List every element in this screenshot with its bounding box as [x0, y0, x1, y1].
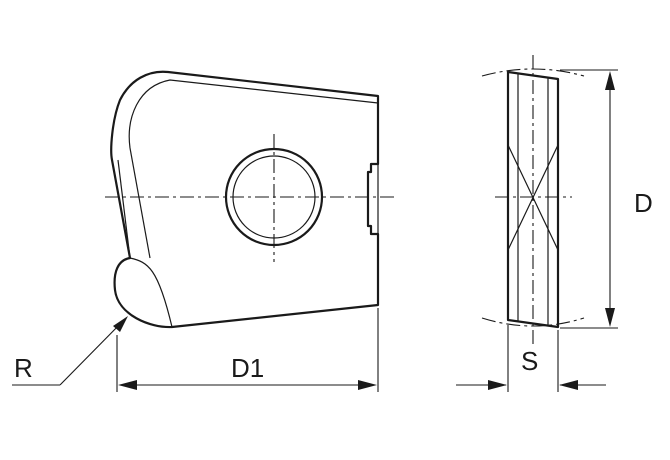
d-arrow-bottom — [605, 308, 615, 327]
dimension-d1: D1 — [116, 308, 379, 392]
d-arrow-top — [605, 71, 615, 90]
side-top-arc — [481, 68, 585, 77]
insert-front-outline — [110, 70, 380, 329]
d1-arrow-right — [358, 380, 377, 390]
r-label: R — [14, 353, 33, 383]
s-arrow-left — [488, 380, 507, 390]
insert-front-view — [105, 70, 395, 329]
dimension-d: D — [560, 69, 653, 329]
insert-lower-chamfer-line — [129, 257, 173, 328]
insert-cutting-edge-face — [117, 159, 131, 259]
side-bottom-arc — [481, 317, 585, 327]
insert-side-outline — [506, 70, 560, 329]
d1-label: D1 — [231, 353, 264, 383]
s-arrow-right — [559, 380, 578, 390]
r-leader-diagonal — [59, 317, 127, 386]
radius-r-callout: R — [12, 316, 128, 386]
dimension-s: S — [456, 325, 606, 392]
r-arrow — [113, 316, 128, 332]
d-label: D — [634, 188, 653, 218]
s-label: S — [521, 346, 538, 376]
insert-side-view — [481, 55, 585, 345]
d1-arrow-left — [118, 380, 137, 390]
insert-cutting-edge-line — [129, 147, 151, 259]
insert-top-chamfer-line — [128, 79, 379, 149]
